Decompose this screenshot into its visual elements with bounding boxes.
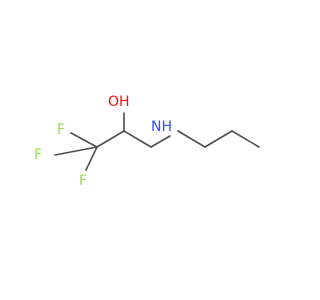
bond-c2-c3 [123,130,152,148]
molecule-structure: OH NH F F F [34,94,260,189]
fluorine-label-left: F [34,147,42,163]
bond-c4-c5 [204,130,233,148]
bond-c5-c6 [231,130,260,148]
fluorine-label-lower: F [79,173,87,189]
bond-c1-f-lower [85,146,98,171]
bond-c3-n [150,135,171,148]
amine-label: NH [151,119,172,135]
bond-c1-c2 [96,130,125,148]
fluorine-label-upper: F [57,122,65,138]
hydroxyl-label: OH [108,94,130,110]
bond-c1-f-upper [70,132,98,148]
bond-n-c4 [177,130,206,148]
molecule-canvas: OH NH F F F [34,94,260,189]
bond-c1-f-left [54,146,98,156]
